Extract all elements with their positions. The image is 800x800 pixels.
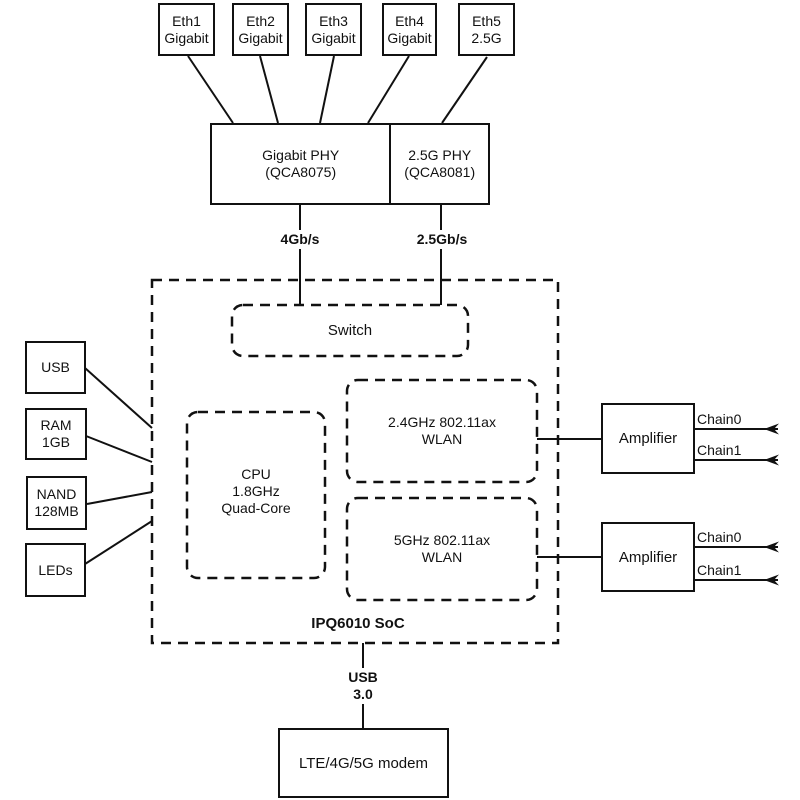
usb3-line2: 3.0 xyxy=(353,686,373,702)
gigabit-phy-chip: (QCA8075) xyxy=(265,164,337,180)
amplifier-5ghz-box: Amplifier xyxy=(601,522,695,592)
eth2-port-box: Eth2 Gigabit xyxy=(232,3,289,56)
leds-label: LEDs xyxy=(38,561,73,578)
eth1-speed: Gigabit xyxy=(164,29,209,46)
antenna-arrow-icon xyxy=(764,574,779,586)
switch-label: Switch xyxy=(327,322,373,339)
wlan24-block-border xyxy=(345,378,539,484)
amplifier-2-4ghz-label: Amplifier xyxy=(618,430,678,447)
cpu-line3: Quad-Core xyxy=(221,499,291,516)
wlan24-label: 2.4GHz 802.11ax WLAN xyxy=(347,380,537,482)
nand-box: NAND 128MB xyxy=(26,476,87,530)
eth3-port-box: Eth3 Gigabit xyxy=(305,3,362,56)
cpu-line2: 1.8GHz xyxy=(232,482,280,499)
amp5-chain0-label: Chain0 xyxy=(697,529,742,545)
eth3-speed: Gigabit xyxy=(311,29,356,46)
soc-boundary xyxy=(150,278,560,645)
gigabit-phy-section: Gigabit PHY (QCA8075) xyxy=(212,125,389,203)
wire-nand-soc xyxy=(86,491,153,505)
nand-label: NAND xyxy=(36,486,77,502)
wire-ram-soc xyxy=(85,435,153,463)
switch-block-border xyxy=(230,303,470,358)
wlan24-line2: WLAN xyxy=(421,431,463,447)
usb-label: USB xyxy=(41,359,70,375)
wlan5-label: 5GHz 802.11ax WLAN xyxy=(347,498,537,600)
wire-eth4-phy xyxy=(367,55,410,124)
eth5-port-box: Eth5 2.5G xyxy=(458,3,515,56)
eth5-speed: 2.5G xyxy=(471,29,502,46)
cpu-line1: CPU xyxy=(241,465,271,482)
usb3-link-label: USB 3.0 xyxy=(338,668,388,704)
leds-box: LEDs xyxy=(25,543,86,597)
ram-box: RAM 1GB xyxy=(25,408,87,460)
antenna-arrow-icon xyxy=(764,454,779,466)
ram-size: 1GB xyxy=(41,434,70,450)
antenna-arrow-icon xyxy=(764,541,779,553)
wire-eth3-phy xyxy=(319,55,335,124)
eth5-name: Eth5 xyxy=(472,12,501,29)
gigabit-bus-label: 4Gb/s xyxy=(272,230,328,249)
eth4-speed: Gigabit xyxy=(387,29,432,46)
2-5g-bus-label: 2.5Gb/s xyxy=(408,230,476,249)
wlan24-line1: 2.4GHz 802.11ax xyxy=(388,414,496,430)
ram-label: RAM xyxy=(40,417,72,433)
usb-box: USB xyxy=(25,341,86,394)
gigabit-phy-label: Gigabit PHY xyxy=(262,147,340,163)
cpu-block-border xyxy=(185,410,327,580)
phy-box: Gigabit PHY (QCA8075) 2.5G PHY (QCA8081) xyxy=(210,123,490,205)
wire-eth2-phy xyxy=(259,55,279,124)
2-5g-phy-section: 2.5G PHY (QCA8081) xyxy=(389,125,488,203)
amp24-chain0-label: Chain0 xyxy=(697,411,742,427)
eth1-port-box: Eth1 Gigabit xyxy=(158,3,215,56)
modem-box: LTE/4G/5G modem xyxy=(278,728,449,798)
wlan5-line2: WLAN xyxy=(421,549,463,565)
modem-label: LTE/4G/5G modem xyxy=(299,754,428,772)
wlan5-block-border xyxy=(345,496,539,602)
eth2-name: Eth2 xyxy=(246,12,275,29)
nand-size: 128MB xyxy=(34,503,79,519)
eth2-speed: Gigabit xyxy=(238,29,283,46)
wire-eth1-phy xyxy=(187,55,234,124)
2-5g-phy-chip: (QCA8081) xyxy=(404,164,476,180)
eth4-port-box: Eth4 Gigabit xyxy=(382,3,437,56)
amplifier-5ghz-label: Amplifier xyxy=(618,548,678,566)
wire-usb-soc xyxy=(84,367,153,429)
usb3-line1: USB xyxy=(348,669,378,685)
wire-leds-soc xyxy=(84,520,153,565)
2-5g-phy-label: 2.5G PHY xyxy=(408,147,472,163)
eth3-name: Eth3 xyxy=(319,12,348,29)
soc-title: IPQ6010 SoC xyxy=(311,615,405,632)
eth4-name: Eth4 xyxy=(395,12,424,29)
amp5-chain1-label: Chain1 xyxy=(697,562,742,578)
wire-eth5-phy xyxy=(441,56,488,124)
eth1-name: Eth1 xyxy=(172,12,201,29)
amplifier-2-4ghz-box: Amplifier xyxy=(601,403,695,474)
antenna-arrow-icon xyxy=(764,423,779,435)
amp24-chain1-label: Chain1 xyxy=(697,442,742,458)
cpu-label: CPU 1.8GHz Quad-Core xyxy=(187,412,325,570)
wlan5-line1: 5GHz 802.11ax xyxy=(393,532,491,548)
